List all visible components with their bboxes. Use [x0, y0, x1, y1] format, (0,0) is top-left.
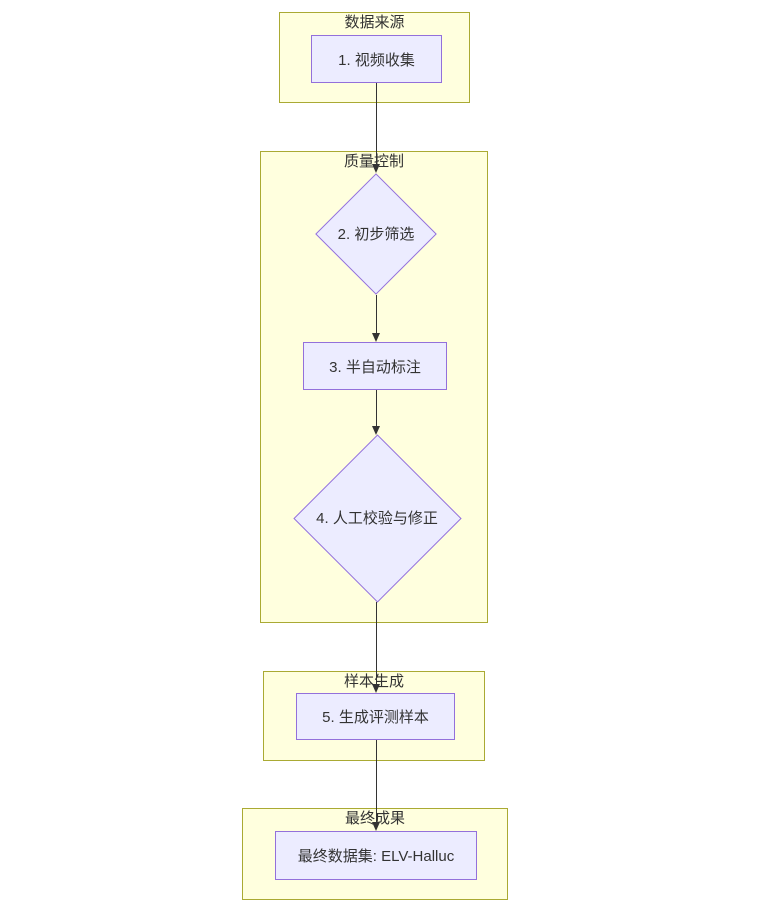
node-label: 1. 视频收集 — [338, 51, 415, 69]
cluster-title-sample-generation: 样本生成 — [343, 673, 404, 690]
node-video-collection: 1. 视频收集 — [311, 35, 442, 83]
arrowhead-icon — [372, 822, 380, 831]
edge-screen-to-annotate — [376, 295, 377, 334]
node-label: 最终数据集: ELV-Halluc — [297, 848, 455, 865]
node-generate-eval-samples: 5. 生成评测样本 — [296, 693, 455, 740]
arrowhead-icon — [372, 164, 380, 173]
cluster-title-quality-control: 质量控制 — [343, 153, 404, 170]
node-semi-auto-annotation: 3. 半自动标注 — [303, 342, 447, 390]
node-label: 5. 生成评测样本 — [322, 709, 429, 726]
cluster-title-final-result: 最终成果 — [344, 810, 405, 827]
edge-verify-to-generate — [376, 602, 377, 685]
cluster-title-data-source: 数据来源 — [344, 14, 405, 31]
edge-generate-to-dataset — [376, 740, 377, 823]
edge-annotate-to-verify — [376, 390, 377, 427]
node-label: 2. 初步筛选 — [337, 226, 415, 243]
node-label: 3. 半自动标注 — [329, 358, 421, 376]
node-final-dataset: 最终数据集: ELV-Halluc — [275, 831, 477, 880]
arrowhead-icon — [372, 684, 380, 693]
edge-collect-to-screen — [376, 83, 377, 165]
arrowhead-icon — [372, 426, 380, 435]
node-label: 4. 人工校验与修正 — [316, 510, 438, 527]
arrowhead-icon — [372, 333, 380, 342]
